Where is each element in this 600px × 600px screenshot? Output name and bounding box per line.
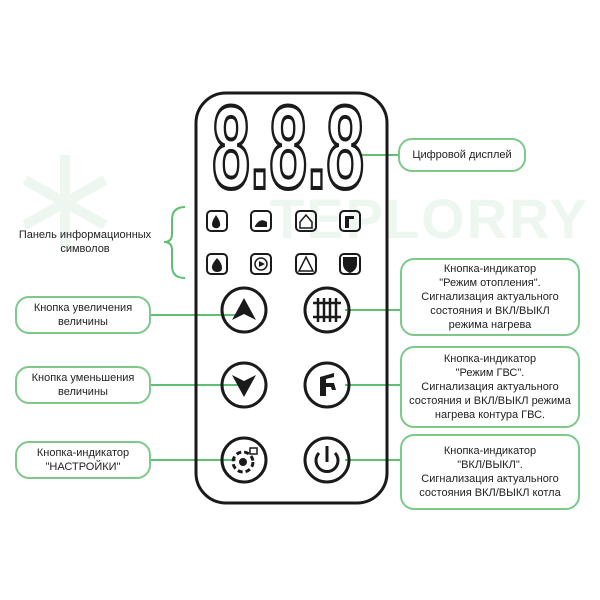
info-panel-label: Панель информационных символов: [18, 229, 152, 255]
gear-lock-icon: [231, 447, 258, 474]
play-icon: [250, 253, 272, 275]
power-button: [303, 436, 351, 484]
flame-icon: [206, 253, 228, 275]
display-callout: Цифровой дисплей: [398, 138, 526, 172]
settings-button-callout: Кнопка-индикатор "НАСТРОЙКИ": [15, 441, 151, 479]
seven-segment-display: 8.8.8: [211, 82, 366, 214]
settings-button: [220, 436, 268, 484]
brace: [163, 206, 186, 279]
power-button-callout: Кнопка-индикатор "ВКЛ/ВЫКЛ". Сигнализаци…: [400, 434, 580, 510]
watermark: TEPLORRY: [270, 187, 589, 250]
up-button-callout: Кнопка увеличения величины: [15, 296, 151, 334]
warning-icon: [295, 253, 317, 275]
arrow-down-icon: [232, 375, 256, 397]
water-temp-icon: [206, 210, 228, 232]
radiator-icon: [313, 298, 341, 322]
tap-icon-large: [320, 373, 336, 396]
floor-heating-temp-icon: [250, 210, 272, 232]
heating-button-callout: Кнопка-индикатор "Режим отопления". Сигн…: [400, 258, 580, 336]
tap-icon: [339, 210, 361, 232]
room-temp-icon: [295, 210, 317, 232]
down-button-callout: Кнопка уменьшения величины: [15, 366, 151, 404]
dhw-button: [303, 361, 351, 409]
up-button: [220, 286, 268, 334]
control-panel-outline: [194, 91, 389, 505]
shield-icon: [339, 253, 361, 275]
dhw-button-callout: Кнопка-индикатор "Режим ГВС". Сигнализац…: [400, 346, 580, 428]
snowflake-watermark-icon: [22, 155, 108, 250]
down-button: [220, 361, 268, 409]
arrow-up-icon: [232, 298, 256, 320]
power-icon: [314, 446, 340, 473]
heating-button: [303, 286, 351, 334]
